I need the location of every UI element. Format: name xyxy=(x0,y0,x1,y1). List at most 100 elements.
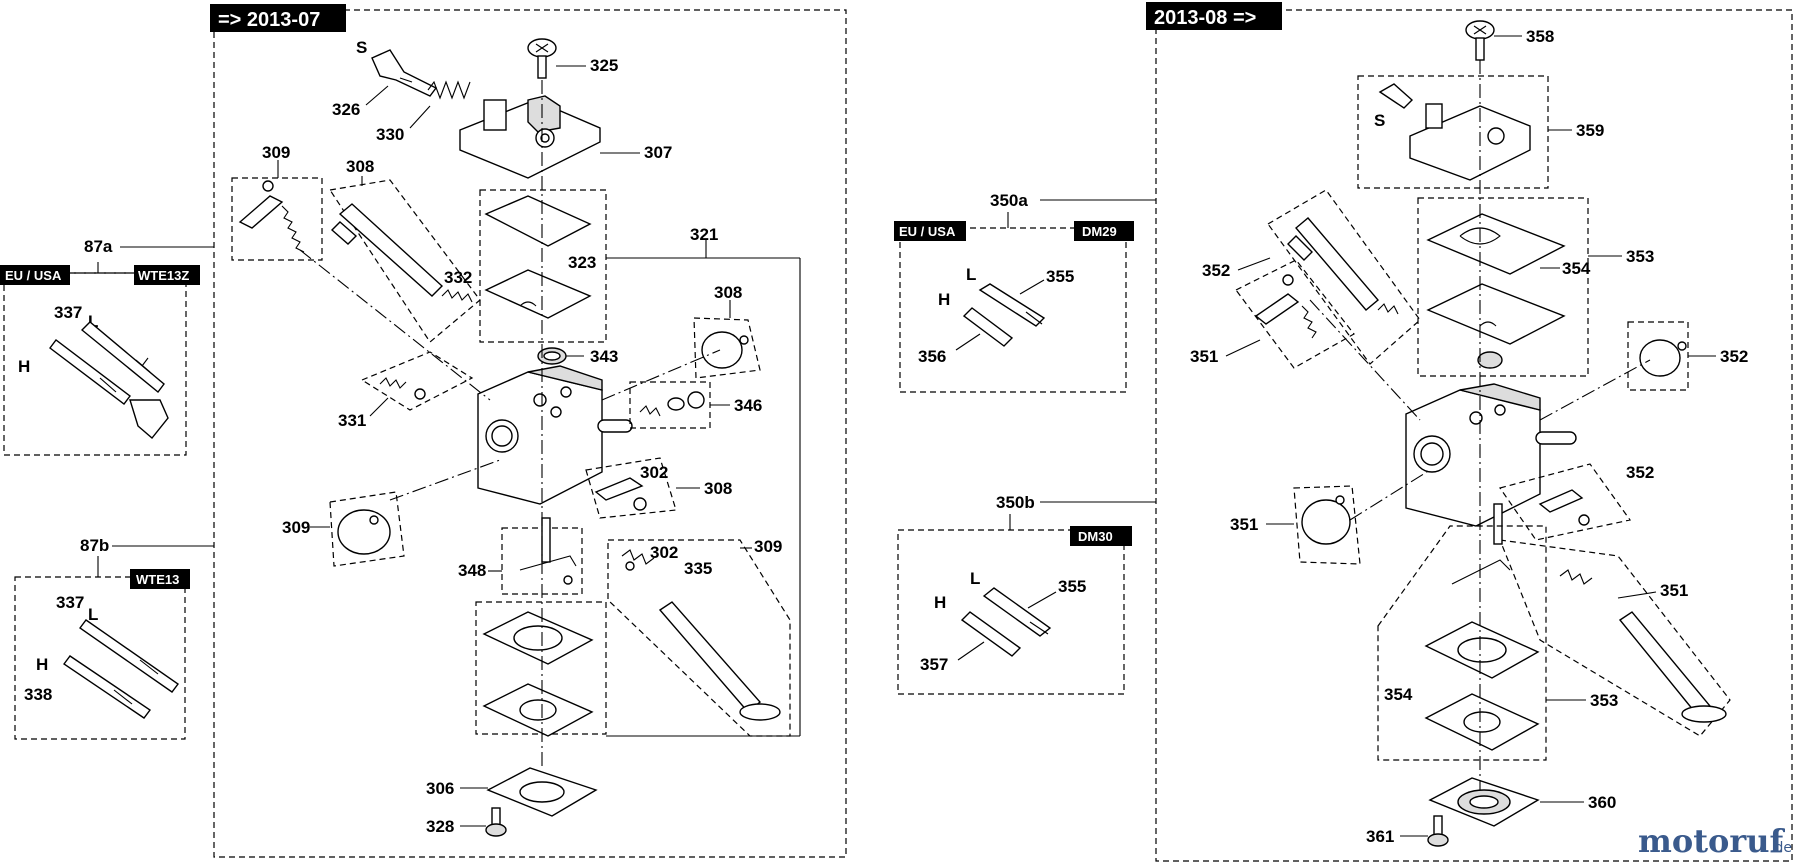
label-302b: 302 xyxy=(650,543,678,562)
label-354a: 354 xyxy=(1562,259,1591,278)
leader-357 xyxy=(957,641,985,661)
label-308c: 308 xyxy=(704,479,732,498)
box-323 xyxy=(479,189,607,343)
centerline-351b xyxy=(1349,469,1431,521)
label-346: 346 xyxy=(734,396,762,415)
leader-331 xyxy=(369,397,389,417)
right-header-badge xyxy=(1146,2,1282,30)
tag-eu-usa-left xyxy=(0,265,70,285)
cover-307 xyxy=(459,95,601,179)
needle-set-box-350b xyxy=(897,529,1125,695)
label-354b: 354 xyxy=(1384,685,1413,704)
needle-set-box-350a xyxy=(899,227,1127,393)
spring-331 xyxy=(379,377,426,400)
gasket-323 xyxy=(484,195,592,319)
shaft-351c xyxy=(1559,569,1727,723)
label-337b: 337 xyxy=(56,593,84,612)
tag-wte13 xyxy=(130,569,190,589)
right-version-frame xyxy=(1155,9,1793,862)
label-343: 343 xyxy=(590,347,618,366)
label-323: 323 xyxy=(568,253,596,272)
lever-351a xyxy=(1254,274,1317,339)
left-version-frame xyxy=(213,9,847,858)
right-header-label: 2013-08 => xyxy=(1154,7,1256,29)
tag-dm29 xyxy=(1074,221,1134,241)
leader-330 xyxy=(409,105,431,129)
label-309a: 309 xyxy=(262,143,290,162)
cover-359 xyxy=(1409,103,1531,181)
box-309a xyxy=(231,177,323,261)
box-diaphragm-lower xyxy=(475,601,607,735)
lever-352c xyxy=(1538,489,1590,526)
box-353a xyxy=(1417,197,1589,377)
label-360: 360 xyxy=(1588,793,1616,812)
label-307: 307 xyxy=(644,143,672,162)
label-358: 358 xyxy=(1526,27,1554,46)
disc-309b xyxy=(337,509,391,555)
leader-355b xyxy=(1027,591,1057,609)
label-L-b: L xyxy=(88,605,98,624)
label-87a: 87a xyxy=(84,237,113,256)
label-351a: 351 xyxy=(1190,347,1218,366)
screen-right xyxy=(1477,351,1503,369)
label-332: 332 xyxy=(444,268,472,287)
tag-wte13-text: WTE13 xyxy=(136,572,179,587)
leader-355a xyxy=(1019,279,1045,295)
box-359 xyxy=(1357,75,1549,189)
tag-dm30-text: DM30 xyxy=(1078,529,1113,544)
left-version-group: => 2013-07 87a EU / USA WTE13Z 337 L H 8… xyxy=(0,4,847,858)
label-306: 306 xyxy=(426,779,454,798)
lever-302 xyxy=(594,477,647,511)
centerline-352b xyxy=(1539,359,1651,421)
box-308b xyxy=(693,317,761,379)
lever-309a xyxy=(238,180,305,253)
needle-H-87a xyxy=(49,339,169,440)
label-348: 348 xyxy=(458,561,486,580)
needle-H-87b xyxy=(62,655,152,719)
label-355a: 355 xyxy=(1046,267,1074,286)
gasket-354a xyxy=(1426,213,1566,345)
disc-308b xyxy=(701,331,749,369)
tag-eu-usa-left-text: EU / USA xyxy=(5,268,62,283)
tag-wte13z-text: WTE13Z xyxy=(138,268,189,283)
label-325: 325 xyxy=(590,56,618,75)
leader-352a xyxy=(1237,257,1271,271)
leader-351a xyxy=(1225,339,1261,357)
screw-328 xyxy=(485,807,507,837)
inlet-needle-right xyxy=(1451,503,1511,585)
leader-326 xyxy=(365,85,389,106)
middle-needle-sets: 350a EU / USA DM29 L 355 H 356 350b DM30… xyxy=(894,191,1156,695)
tag-wte13z xyxy=(134,265,200,285)
leader-356 xyxy=(955,333,981,351)
label-351c: 351 xyxy=(1660,581,1688,600)
screw-S-right xyxy=(1378,83,1414,109)
shaft-308a xyxy=(330,203,444,297)
leader-351c xyxy=(1617,591,1657,599)
screw-358 xyxy=(1465,20,1495,61)
label-350b: 350b xyxy=(996,493,1035,512)
limiter-cap-87a xyxy=(129,399,169,440)
label-331: 331 xyxy=(338,411,366,430)
centerline-309a xyxy=(299,249,491,401)
label-H-b: H xyxy=(36,655,48,674)
label-326: 326 xyxy=(332,100,360,119)
label-H-c: H xyxy=(938,290,950,309)
disc-351b xyxy=(1301,495,1351,545)
box-352c xyxy=(1499,463,1632,541)
label-350a: 350a xyxy=(990,191,1028,210)
box-309b xyxy=(329,491,405,567)
label-355b: 355 xyxy=(1058,577,1086,596)
spring-330 xyxy=(427,80,471,100)
label-308b: 308 xyxy=(714,283,742,302)
cover-306 xyxy=(486,767,598,817)
label-338: 338 xyxy=(24,685,52,704)
valve-346 xyxy=(639,391,705,417)
box-331 xyxy=(360,351,474,411)
box-351b xyxy=(1293,485,1361,565)
label-352a: 352 xyxy=(1202,261,1230,280)
label-L-c: L xyxy=(966,265,976,284)
box-353b xyxy=(1377,525,1547,761)
left-header-badge xyxy=(210,4,346,32)
label-330: 330 xyxy=(376,125,404,144)
